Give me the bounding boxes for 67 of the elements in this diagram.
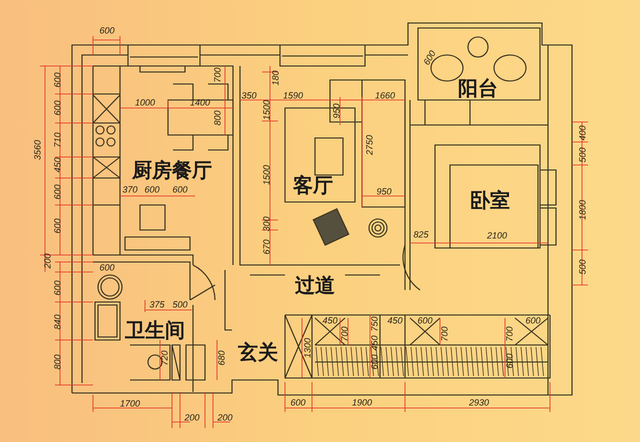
dimension-label: 1900 — [352, 398, 372, 408]
dimension-label: 2100 — [486, 232, 508, 240]
dimension-label: 2750 — [366, 134, 374, 156]
dimension-label: 200 — [44, 253, 52, 269]
dimension-label: 400 — [578, 125, 588, 141]
dimension-label: 800 — [214, 110, 222, 126]
dimension-label: 180 — [272, 70, 280, 86]
room-label: 卫生间 — [125, 320, 185, 340]
dimension-label: 1660 — [374, 92, 396, 100]
dimension-label: 600 — [54, 184, 62, 200]
dimension-label: 600 — [54, 218, 62, 234]
room-label: 玄关 — [238, 342, 278, 362]
dimension-label: 450 — [387, 316, 403, 326]
dimension-label: 800 — [54, 354, 62, 370]
dimension-label: 600 — [54, 72, 62, 88]
room-label: 卧室 — [470, 190, 510, 210]
dimension-label: 350 — [241, 92, 257, 100]
dimension-label: 450 — [370, 335, 380, 351]
dimension-label: 600 — [54, 100, 62, 116]
dimension-label: 1000 — [134, 98, 156, 108]
dimension-label: 700 — [214, 67, 222, 83]
dimension-label: 300 — [262, 216, 272, 232]
room-label: 阳台 — [458, 78, 498, 98]
dimension-label: 700 — [440, 326, 450, 342]
dimension-label: 680 — [218, 350, 226, 366]
dimension-label: 825 — [413, 230, 429, 240]
dimension-label: 600 — [525, 316, 541, 326]
dimension-label: 200 — [184, 414, 200, 422]
dimension-label: 600 — [99, 26, 115, 36]
dimension-label: 500 — [578, 147, 588, 163]
dimension-label: 700 — [340, 326, 350, 342]
room-label: 客厅 — [293, 175, 333, 195]
dimension-label: 720 — [160, 350, 170, 366]
dimension-label: 3560 — [34, 140, 42, 160]
room-label: 过道 — [295, 275, 335, 295]
dimension-label: 700 — [506, 326, 514, 342]
dimension-label: 1800 — [578, 200, 588, 220]
dimension-label: 1700 — [120, 400, 140, 408]
dimension-label: 450 — [54, 157, 62, 173]
dimension-label: 670 — [262, 239, 272, 255]
dimension-label: 500 — [172, 300, 188, 310]
room-label: 厨房餐厅 — [132, 160, 212, 180]
dimension-label: 600 — [99, 264, 115, 272]
dimension-label: 600 — [290, 398, 306, 408]
dimension-label: 600 — [54, 280, 62, 296]
dimension-label: 600 — [422, 49, 438, 67]
dimension-label: 200 — [217, 414, 233, 422]
dimension-label: 950 — [376, 188, 392, 196]
dimension-label: 710 — [54, 132, 62, 148]
dimension-label: 600 — [506, 353, 514, 369]
dimension-label: 370 — [122, 186, 138, 194]
dimension-label: 840 — [54, 314, 62, 330]
dimension-label: 600 — [144, 186, 160, 194]
dimension-label: 1590 — [282, 92, 304, 100]
dimension-label: 600 — [172, 186, 188, 194]
dimension-label: 750 — [370, 316, 380, 332]
dimension-label: 375 — [149, 300, 165, 310]
dimension-label: 1500 — [262, 100, 272, 120]
dimension-label: 950 — [332, 103, 342, 119]
dimension-label: 2930 — [468, 398, 490, 408]
dimension-label: 600 — [417, 316, 433, 326]
dimension-label: 600 — [370, 354, 380, 370]
dimension-label: 1300 — [304, 338, 312, 358]
dimension-label: 450 — [322, 316, 338, 326]
dimension-label: 1500 — [262, 164, 272, 186]
dimension-label: 500 — [578, 259, 588, 275]
dimension-label: 1400 — [190, 98, 210, 108]
